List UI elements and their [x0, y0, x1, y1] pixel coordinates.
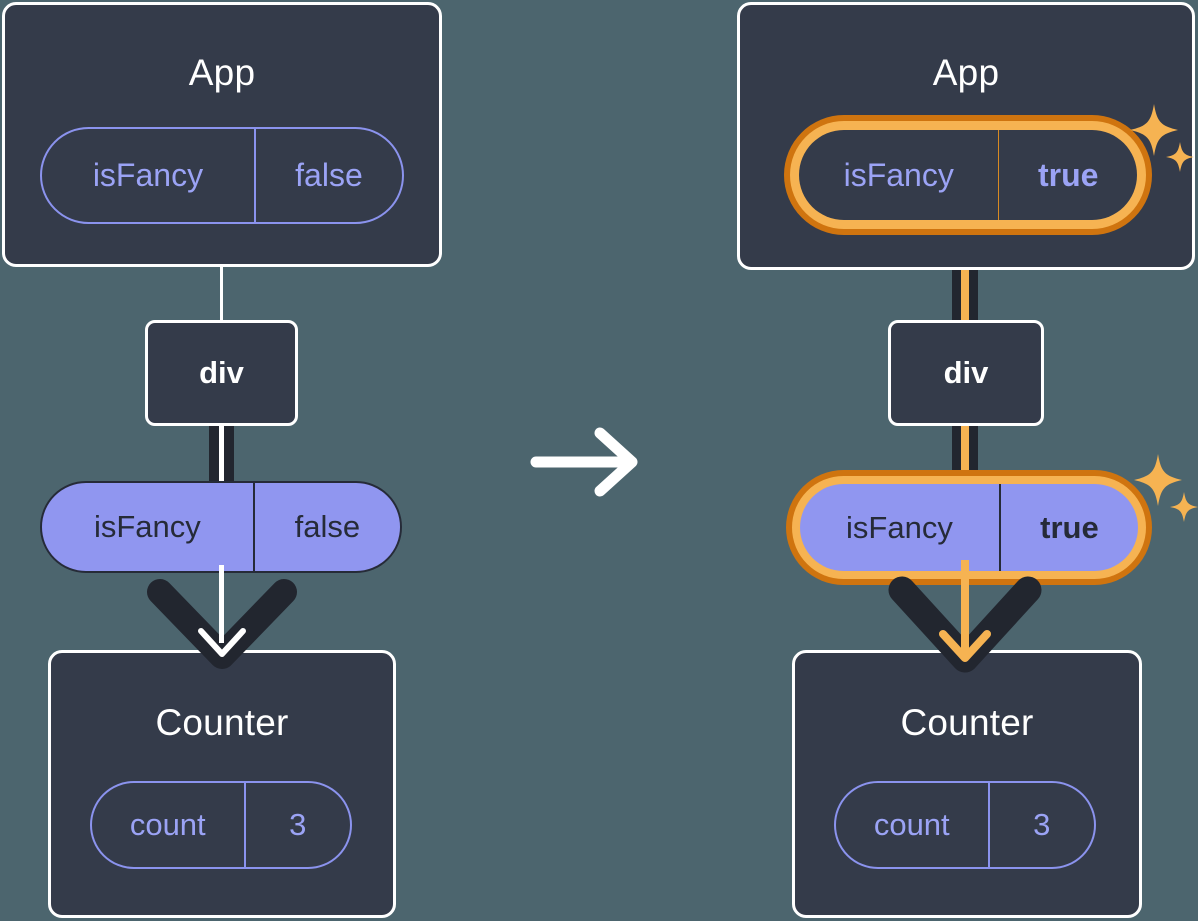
prop-value-after: true: [998, 484, 1138, 571]
prop-arrowhead-orange-after: [939, 630, 991, 662]
prop-value-before: false: [252, 483, 400, 571]
connector-prop-to-counter-core-after: [961, 560, 969, 656]
app-state-value-after: true: [998, 130, 1137, 220]
connector-div-to-prop-core-after: [961, 420, 969, 490]
prop-key-after: isFancy: [846, 509, 953, 545]
prop-arrowhead-white-before: [198, 628, 246, 657]
app-state-pill-before: isFancy false: [40, 127, 404, 224]
connector-app-to-div-before: [220, 250, 223, 330]
div-element-box-before: div: [145, 320, 298, 426]
counter-title-before: Counter: [155, 702, 289, 743]
counter-state-key-before: count: [129, 807, 206, 842]
counter-state-pill-after: count 3: [834, 781, 1096, 869]
app-state-pill-well-after: [799, 130, 1137, 220]
div-element-box-after: div: [888, 320, 1044, 426]
app-state-key-before: isFancy: [92, 157, 204, 193]
transition-arrow-right-icon: [530, 427, 638, 497]
app-state-value-before: false: [253, 129, 402, 222]
counter-state-pill-before: count 3: [90, 781, 352, 869]
counter-state-key-after: count: [873, 807, 950, 842]
app-title-before: App: [188, 52, 256, 93]
prop-key-before: isFancy: [93, 509, 201, 544]
app-state-key-after: isFancy: [843, 156, 954, 193]
connector-prop-to-counter-core-before: [219, 565, 224, 643]
prop-pill-after: isFancy true: [800, 484, 1138, 571]
connector-div-to-prop-core-before: [219, 420, 224, 488]
counter-title-after: Counter: [900, 702, 1034, 743]
app-state-pill-after: isFancy true: [799, 130, 1137, 220]
counter-state-value-before: 3: [243, 783, 350, 867]
prop-pill-before: isFancy false: [40, 481, 402, 573]
counter-state-value-after: 3: [987, 783, 1094, 867]
sparkle-icon-prop-after: [1134, 454, 1198, 522]
sparkle-icon-app-after: [1130, 104, 1194, 172]
app-title-after: App: [932, 52, 1000, 93]
